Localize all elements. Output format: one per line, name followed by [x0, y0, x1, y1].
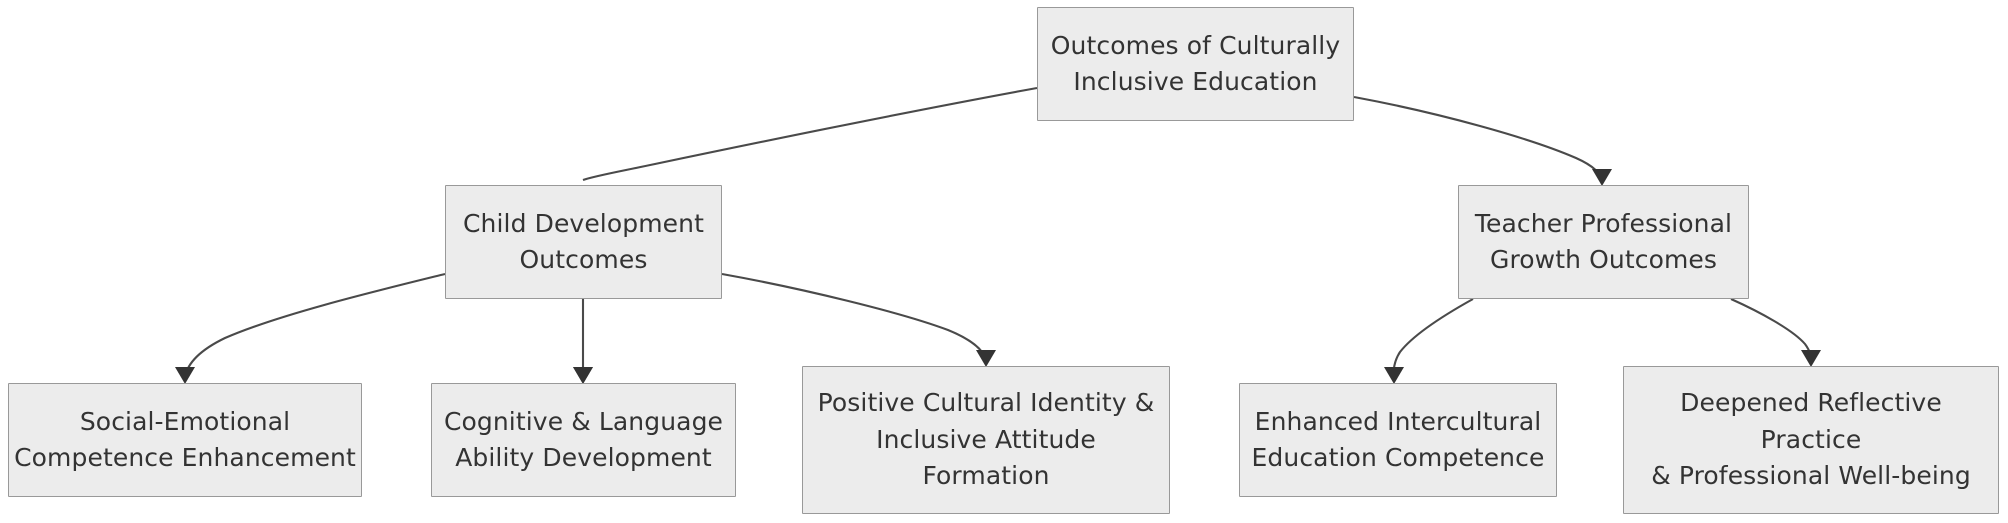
edge-root-to-child-development	[582, 86, 1038, 181]
node-label-line: Education Competence	[1251, 443, 1545, 472]
node-label-line: Inclusive Attitude	[876, 424, 1096, 454]
node-label-line: Positive Cultural Identity &	[817, 388, 1155, 418]
edge-teacher-to-deepened-reflective	[1730, 298, 1813, 362]
edge-group-edge-child-to-cognitive-language	[573, 299, 593, 384]
arrow-head-edge-child-to-positive-cultural-identity	[976, 350, 996, 367]
arrow-head-edge-root-to-teacher-professional	[1592, 169, 1612, 186]
arrow-head-edge-child-to-cognitive-language	[573, 367, 593, 384]
edge-group-edge-child-to-social-emotional	[175, 272, 446, 384]
arrow-head-edge-root-to-child-development	[573, 367, 593, 384]
node-label-line: Competence Enhancement	[14, 443, 356, 472]
node-label-line: Outcomes of Culturally	[1050, 30, 1341, 60]
edge-teacher-to-enhanced-intercultural	[1392, 298, 1474, 378]
node-label-line: Child Development	[462, 208, 704, 238]
node-label-line: & Professional Well-being	[1651, 461, 1971, 491]
arrow-head-edge-teacher-to-deepened-reflective	[1801, 350, 1821, 367]
node-label-line: Outcomes	[519, 245, 648, 274]
node-label-line: Practice	[1760, 424, 1862, 454]
edge-group-edge-root-to-teacher-professional	[1353, 95, 1612, 186]
node-label-line: Ability Development	[455, 443, 712, 472]
node-label-line: Cognitive & Language	[443, 406, 724, 436]
node-label-line: Growth Outcomes	[1489, 245, 1718, 274]
node-label-line: Formation	[922, 461, 1050, 491]
node-label-line: Inclusive Education	[1073, 67, 1318, 96]
node-label-line: Teacher Professional	[1474, 208, 1733, 238]
node-label-line: Social-Emotional	[79, 406, 291, 436]
node-label-line: Deepened Reflective	[1680, 388, 1942, 418]
edge-root-to-teacher-professional	[1353, 95, 1604, 181]
edge-group-edge-teacher-to-enhanced-intercultural	[1384, 298, 1474, 384]
edge-child-to-social-emotional	[183, 272, 446, 378]
node-label-line: Enhanced Intercultural	[1254, 406, 1542, 436]
node-positive-cultural-identity-and-inclusive-attitude-formation[interactable]: Positive Cultural Identity & Inclusive At…	[802, 366, 1170, 514]
edge-group-edge-teacher-to-deepened-reflective	[1730, 298, 1821, 367]
edge-group-edge-child-to-positive-cultural-identity	[721, 272, 996, 367]
edge-child-to-positive-cultural-identity	[721, 272, 988, 361]
arrow-head-edge-child-to-social-emotional	[175, 367, 195, 384]
arrow-head-edge-teacher-to-enhanced-intercultural	[1384, 367, 1404, 384]
